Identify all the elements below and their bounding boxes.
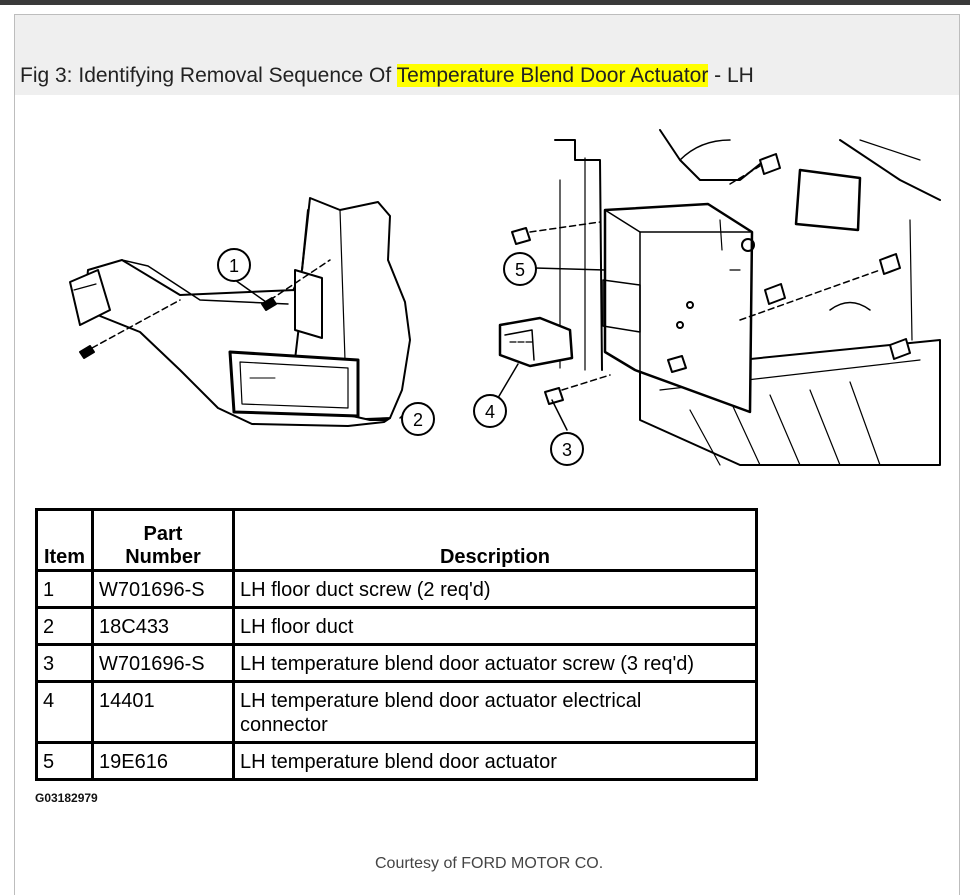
table-row: 3 W701696-S LH temperature blend door ac…: [35, 643, 758, 683]
cell-part: 14401: [91, 680, 235, 744]
callout-1: 1: [217, 248, 251, 282]
cell-part: 18C433: [91, 606, 235, 646]
callout-3: 3: [550, 432, 584, 466]
actuator-assembly-drawing: [498, 129, 941, 466]
courtesy-credit: Courtesy of FORD MOTOR CO.: [375, 855, 604, 872]
callout-5: 5: [503, 252, 537, 286]
cell-item: 1: [35, 569, 94, 609]
header-part-line1: Part: [143, 523, 183, 545]
cell-item: 3: [35, 643, 94, 683]
callout-2: 2: [401, 402, 435, 436]
figure-code: G03182979: [35, 791, 98, 805]
cell-description: LH floor duct: [232, 606, 758, 646]
table-row: 5 19E616 LH temperature blend door actua…: [35, 741, 758, 781]
table-row: 2 18C433 LH floor duct: [35, 606, 758, 646]
table-row: 4 14401 LH temperature blend door actuat…: [35, 680, 758, 744]
cell-part: W701696-S: [91, 643, 235, 683]
table-header-row: Item Part Number Description: [35, 508, 758, 572]
cell-item: 4: [35, 680, 94, 744]
figure-title-prefix: Fig 3: Identifying Removal Sequence Of: [20, 64, 397, 87]
header-description: Description: [232, 508, 758, 572]
cell-description: LH floor duct screw (2 req'd): [232, 569, 758, 609]
cell-description: LH temperature blend door actuator: [232, 741, 758, 781]
cell-item: 5: [35, 741, 94, 781]
callout-1-label: 1: [229, 256, 239, 276]
figure-title-suffix: - LH: [708, 64, 754, 87]
cell-item: 2: [35, 606, 94, 646]
cell-description-line1: LH temperature blend door actuator elect…: [240, 690, 642, 712]
callout-4-label: 4: [485, 402, 495, 422]
callout-4: 4: [473, 394, 507, 428]
header-part-line2: Number: [125, 546, 201, 568]
cell-part: W701696-S: [91, 569, 235, 609]
parts-table: Item Part Number Description 1 W701696-S…: [35, 508, 758, 781]
cell-description: LH temperature blend door actuator elect…: [232, 680, 758, 744]
parts-illustration: 1 2 3 4 5: [69, 129, 941, 466]
cell-description-line2: connector: [240, 714, 328, 736]
callout-2-label: 2: [413, 410, 423, 430]
header-part-number: Part Number: [91, 508, 235, 572]
figure-title-highlight: Temperature Blend Door Actuator: [396, 64, 709, 87]
callout-3-label: 3: [562, 440, 572, 460]
table-row: 1 W701696-S LH floor duct screw (2 req'd…: [35, 569, 758, 609]
cell-part: 19E616: [91, 741, 235, 781]
floor-duct-drawing: [69, 197, 411, 427]
figure-title: Fig 3: Identifying Removal Sequence Of T…: [20, 64, 754, 88]
cell-description: LH temperature blend door actuator screw…: [232, 643, 758, 683]
callout-5-label: 5: [515, 260, 525, 280]
header-item: Item: [35, 508, 94, 572]
window-top-bar: [0, 0, 970, 5]
